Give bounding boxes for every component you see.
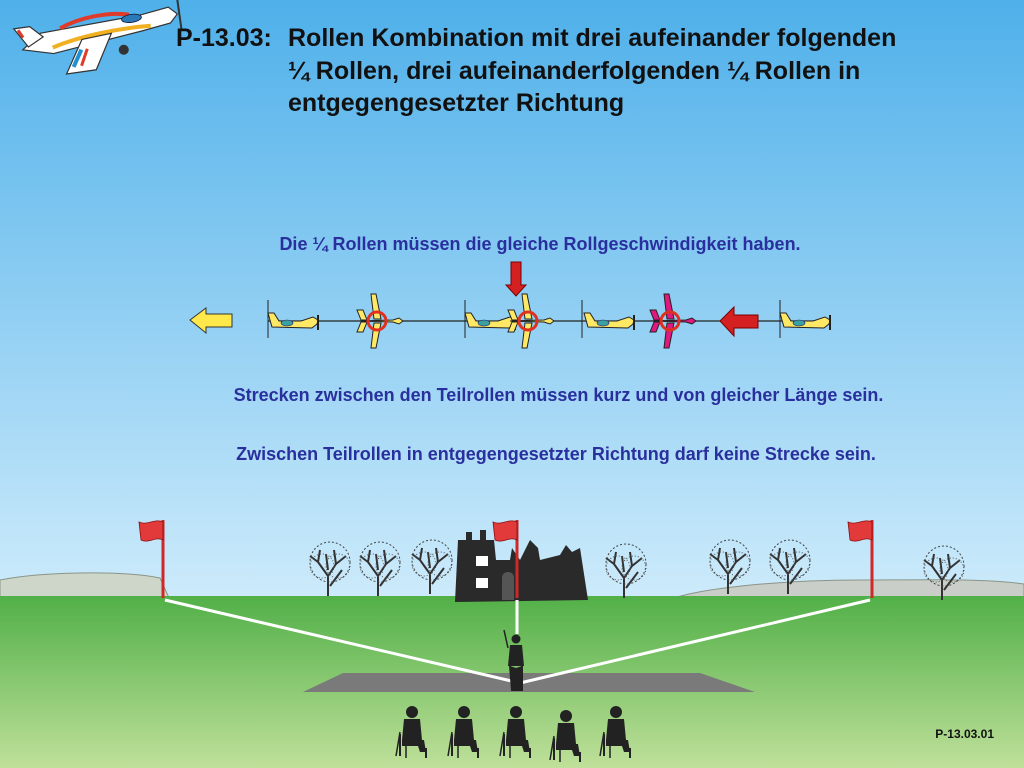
box-line-right — [519, 598, 871, 685]
box-line-left — [164, 598, 521, 685]
hill-right — [667, 579, 1024, 601]
note-equal-roll-rate: Die ¼ Rollen müssen die gleiche Rollgesc… — [279, 234, 801, 254]
castle-ruin — [455, 530, 588, 602]
arrow-right-icon — [719, 305, 759, 338]
judging-area — [303, 673, 755, 692]
pilot — [503, 629, 524, 691]
title-line-1: Rollen Kombination mit drei aufeinander … — [288, 24, 897, 52]
note-no-segment-reverse: Zwischen Teilrollen in entgegengesetzter… — [236, 444, 876, 464]
note-short-segments: Strecken zwischen den Teilrollen müssen … — [233, 385, 884, 405]
segment-ticks — [267, 300, 781, 338]
title-line-2: ¼ Rollen, drei aufeinanderfolgenden ¼ Ro… — [288, 57, 861, 85]
title-line-3: entgegengesetzter Richtung — [288, 89, 625, 117]
title-code: P-13.03: — [176, 24, 272, 52]
arrow-left-icon — [189, 307, 233, 335]
sky — [0, 0, 1024, 600]
model-airplane-icon — [12, 0, 183, 75]
hill-left — [0, 572, 171, 601]
figure-code: P-13.03.01 — [935, 727, 994, 741]
down-arrow-icon — [504, 261, 528, 297]
